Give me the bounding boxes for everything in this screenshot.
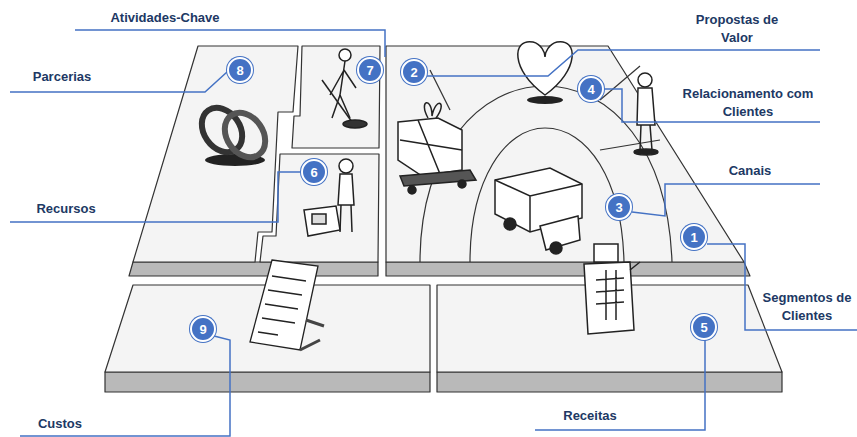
callout-number: 1 bbox=[681, 224, 707, 250]
board-edge bbox=[386, 262, 750, 276]
callout-number: 7 bbox=[357, 57, 383, 83]
person-legs bbox=[640, 125, 652, 150]
gift-ribbon bbox=[400, 120, 462, 174]
slab-edge bbox=[437, 372, 782, 392]
leader-line bbox=[632, 184, 820, 216]
wheel bbox=[550, 242, 562, 254]
wheel bbox=[408, 186, 416, 194]
dirt bbox=[343, 120, 367, 128]
callout-number: 8 bbox=[227, 57, 253, 83]
person-head bbox=[339, 49, 351, 61]
gift-bow bbox=[424, 103, 441, 118]
callout-text: 5 bbox=[700, 321, 707, 334]
callout-text: 7 bbox=[366, 64, 373, 77]
bill-paper bbox=[250, 260, 318, 350]
band-divider bbox=[600, 66, 640, 100]
person-legs bbox=[340, 205, 352, 232]
section-label: Custos bbox=[20, 415, 100, 433]
callout-number: 9 bbox=[190, 316, 216, 342]
leader-line bbox=[75, 30, 385, 57]
leader-line bbox=[20, 336, 230, 436]
callout-text: 6 bbox=[310, 166, 317, 179]
callout-number: 5 bbox=[691, 314, 717, 340]
value-tile bbox=[386, 46, 744, 262]
leader-line bbox=[427, 50, 820, 76]
leader-line bbox=[10, 172, 301, 222]
shovel bbox=[322, 80, 352, 122]
ring-sketch bbox=[216, 105, 273, 165]
section-label: Receitas bbox=[540, 407, 640, 425]
slab-edge bbox=[105, 372, 430, 392]
callout-text: 1 bbox=[690, 231, 697, 244]
person-body bbox=[637, 88, 655, 125]
register-handle bbox=[630, 262, 640, 270]
section-label: Relacionamento com Clientes bbox=[673, 85, 823, 121]
bill-shadow bbox=[300, 320, 324, 350]
gift-box bbox=[398, 118, 462, 176]
register-keys bbox=[596, 270, 624, 320]
person-head bbox=[638, 73, 652, 87]
leader-line bbox=[535, 340, 705, 430]
section-label: Parcerias bbox=[12, 68, 112, 86]
machine bbox=[304, 206, 340, 236]
callout-text: 9 bbox=[199, 323, 206, 336]
partners-tile bbox=[133, 46, 298, 262]
person-head bbox=[339, 159, 353, 173]
section-label: Canais bbox=[710, 162, 790, 180]
callout-number: 2 bbox=[401, 59, 427, 85]
callout-text: 3 bbox=[615, 201, 622, 214]
callout-text: 8 bbox=[236, 64, 243, 77]
wheel bbox=[504, 218, 516, 230]
shadow bbox=[527, 96, 563, 104]
callout-text: 2 bbox=[410, 66, 417, 79]
bill-lines bbox=[258, 276, 306, 335]
board-edge bbox=[129, 262, 378, 276]
machine-panel bbox=[312, 214, 326, 224]
section-label: Recursos bbox=[16, 200, 116, 218]
wheel bbox=[458, 180, 466, 188]
callout-number: 4 bbox=[578, 76, 604, 102]
register-screen bbox=[594, 244, 618, 262]
section-label: Propostas de Valor bbox=[682, 11, 792, 47]
section-label: Atividades-Chave bbox=[85, 9, 245, 27]
leader-line bbox=[707, 244, 857, 330]
band-arc bbox=[470, 128, 624, 262]
section-label: Segmentos de Clientes bbox=[757, 289, 857, 325]
callout-text: 4 bbox=[587, 83, 594, 96]
callout-number: 3 bbox=[606, 194, 632, 220]
register-body bbox=[584, 262, 634, 334]
person-body bbox=[338, 174, 354, 205]
shadow bbox=[634, 149, 658, 155]
callout-number: 6 bbox=[301, 159, 327, 185]
heart-sketch bbox=[518, 42, 572, 95]
